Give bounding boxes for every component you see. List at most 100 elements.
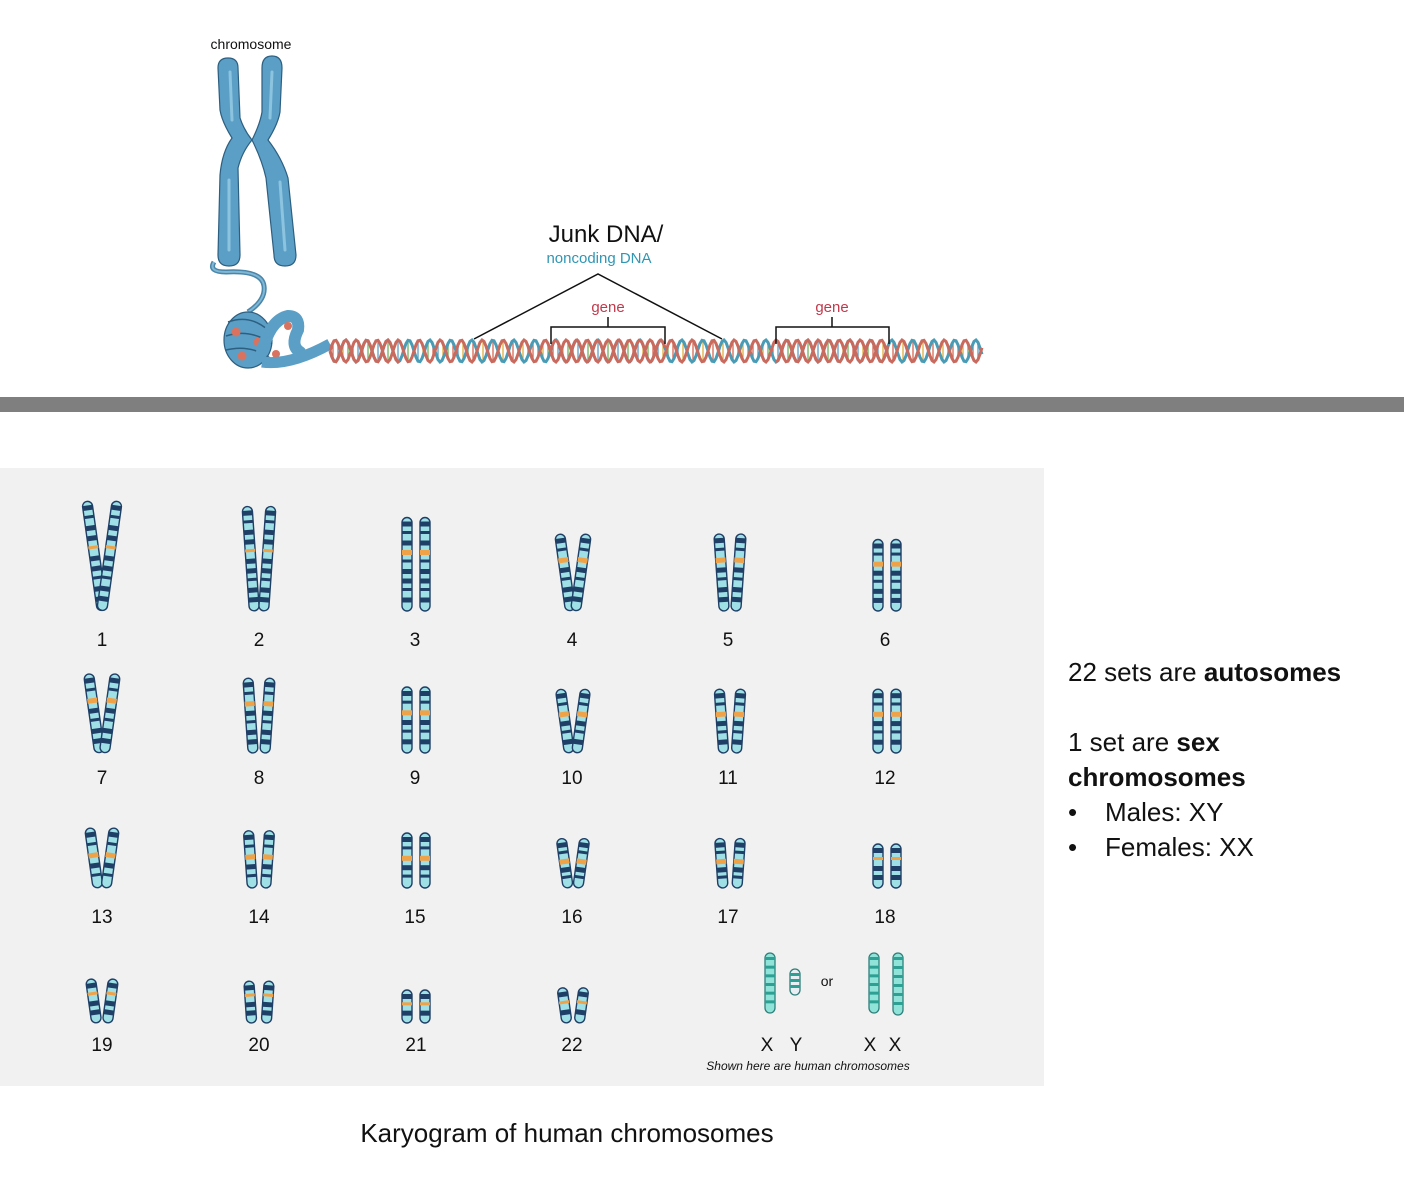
x-chromosome [892,952,904,1016]
autosomes-term: autosomes [1203,657,1342,687]
chromosome [890,538,902,612]
chromosome-pair-20 [243,980,275,1024]
chromosome [872,843,884,889]
chromosome [571,688,591,754]
chromosome [713,688,730,754]
sex-label-y: Y [790,1035,803,1056]
chromosome-pair-1 [81,500,123,612]
chromosome [574,987,589,1024]
chromosome [419,516,431,612]
gene-bracket-2 [775,317,890,344]
sex-chromosome-list: Males: XY Females: XX [1068,795,1388,865]
x-chromosome [764,952,776,1014]
chromosome-pair-14 [243,830,275,889]
x-chromosome [868,952,880,1014]
chromosome [100,827,120,889]
chromosome [714,837,729,889]
chromosome [96,500,123,612]
dna-double-helix [328,337,984,365]
list-item-males: Males: XY [1068,795,1388,830]
chromosome-dna-diagram: chromosome Junk DNA/ noncoding DNA gene [210,36,984,369]
pair-label-7: 7 [97,768,108,789]
chromosome-pair-3 [401,516,431,612]
chromosome [259,677,276,754]
junk-dna-pointer-lines [473,273,723,340]
chromosome-pair-10 [555,688,591,754]
chromosome [401,989,413,1024]
chromosome-pair-8 [242,677,276,754]
sex-label-x-female-1: X [864,1035,877,1056]
chromosome [556,837,574,889]
pair-label-2: 2 [254,630,265,651]
pair-label-20: 20 [248,1035,269,1056]
karyogram: 1 2 3 4 5 6 7 8 9 10 11 12 13 14 15 16 1… [81,500,910,1073]
chromosome [99,673,121,754]
pair-label-10: 10 [561,768,582,789]
pair-label-19: 19 [91,1035,112,1056]
sex-chromosomes-term: sex chromosomes [1068,727,1246,792]
gene-label-2: gene [815,299,848,316]
chromosome [260,980,275,1024]
chromosome [730,688,747,754]
chromosome [241,505,260,612]
chromosome [572,837,590,889]
chromosome [102,978,119,1024]
pair-label-1: 1 [97,630,108,651]
chromosome [731,837,746,889]
pair-label-8: 8 [254,768,265,789]
pair-label-6: 6 [880,630,891,651]
chromosome-pair-7 [83,673,121,754]
chromosome [260,830,275,889]
chromosome [243,830,258,889]
chromosome [554,533,576,612]
pair-label-18: 18 [874,907,895,928]
gene-region-strand [328,337,890,365]
pair-label-4: 4 [567,630,578,651]
chromosome [730,533,747,612]
chromosome-pair-19 [85,978,119,1024]
y-chromosome [789,968,801,996]
chromosome [890,688,902,754]
chromosome [243,980,258,1024]
chromosome-pair-16 [556,837,590,889]
chromosome [890,843,902,889]
pair-label-11: 11 [718,768,738,789]
chromosome-pair-11 [713,688,747,754]
chromosome [872,688,884,754]
chromosome [401,832,413,889]
pair-label-12: 12 [874,768,895,789]
chromosome [84,827,104,889]
karyogram-caption: Karyogram of human chromosomes [360,1118,774,1148]
chromosome [401,686,413,754]
chromosome-pair-15 [401,832,431,889]
chromosome-pair-18 [872,843,902,889]
chromosome-pair-9 [401,686,431,754]
chromosome-pair-6 [872,538,902,612]
list-item-females: Females: XX [1068,830,1388,865]
chromosome [555,688,575,754]
section-divider [0,397,1404,412]
sex-label-x-female-2: X [889,1035,902,1056]
chromosome-pair-21 [401,989,431,1024]
human-chromosomes-note: Shown here are human chromosomes [706,1059,909,1073]
pair-label-16: 16 [561,907,582,928]
chromosome-pair-4 [554,533,592,612]
pair-label-13: 13 [91,907,112,928]
chromosome-pair-12 [872,688,902,754]
pair-label-21: 21 [405,1035,426,1056]
chromosome-pair-13 [84,827,120,889]
chromosome-pair-22 [557,987,589,1024]
pair-label-9: 9 [410,768,421,789]
chromosome [557,987,572,1024]
pair-label-5: 5 [723,630,734,651]
pair-label-15: 15 [404,907,425,928]
or-label: or [821,973,834,989]
gene-label-1: gene [591,299,624,316]
noncoding-dna-label: noncoding DNA [546,250,651,267]
karyogram-panel: 1 2 3 4 5 6 7 8 9 10 11 12 13 14 15 16 1… [0,468,1044,1086]
chromosome [83,673,105,754]
gene-bracket-1 [550,317,666,344]
pair-label-22: 22 [561,1035,582,1056]
chromosome [713,533,730,612]
pair-label-17: 17 [717,907,738,928]
